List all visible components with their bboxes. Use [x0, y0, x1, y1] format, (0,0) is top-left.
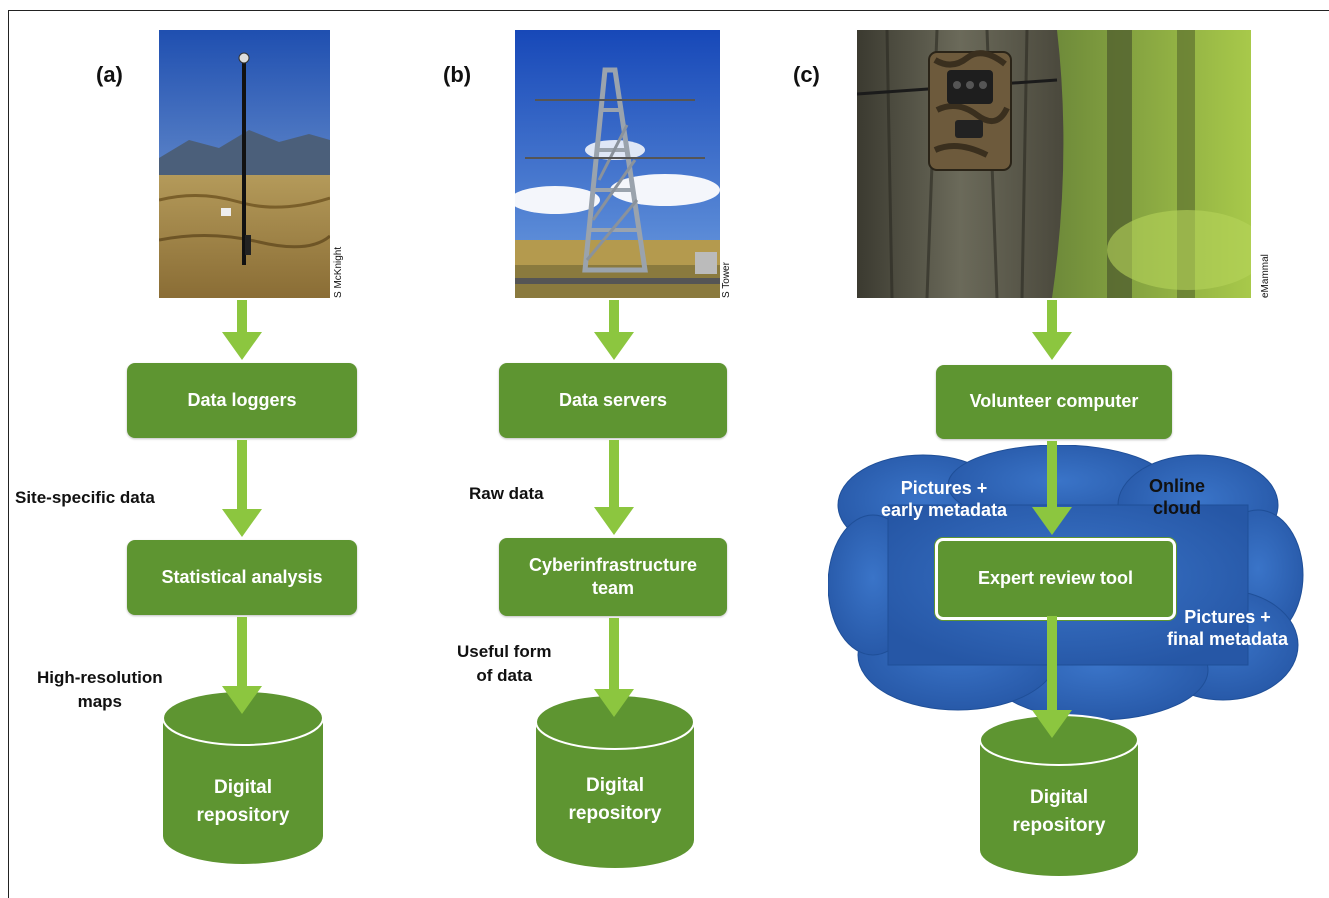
data-servers-box: Data servers: [499, 363, 727, 438]
repository-label-c: Digital repository: [1012, 787, 1106, 836]
frame-left-border: [8, 10, 9, 898]
arrow-b2: [594, 440, 634, 535]
raw-data-label: Raw data: [469, 484, 544, 503]
digital-repository-cylinder-c: Digital repository: [979, 714, 1139, 879]
panel-b-label: (b): [443, 62, 472, 87]
arrow-b3: [594, 618, 634, 717]
repository-label-a: Digital repository: [196, 777, 290, 826]
arrow-b1: [594, 300, 634, 360]
online-cloud-label: Online cloud: [1149, 476, 1206, 518]
pictures-final-metadata-label: Pictures + final metadata: [1167, 607, 1289, 649]
useful-form-of-data-label: Useful form of data: [457, 642, 552, 685]
weather-station-photo: [159, 30, 330, 298]
camera-trap-photo: [857, 30, 1251, 298]
high-resolution-maps-label: High-resolution maps: [37, 668, 163, 711]
arrow-a2: [222, 440, 262, 537]
cyberinfrastructure-team-box: Cyberinfrastructure team: [499, 538, 727, 616]
frame-top-border: [8, 10, 1329, 11]
pictures-early-metadata-label: Pictures + early metadata: [881, 478, 1008, 520]
site-specific-data-label: Site-specific data: [15, 488, 155, 507]
expert-review-tool-box: Expert review tool: [935, 538, 1176, 620]
panel-c-label: (c): [793, 62, 820, 87]
arrow-a1: [222, 300, 262, 360]
volunteer-computer-box: Volunteer computer: [936, 365, 1172, 439]
arrow-c1: [1032, 300, 1072, 360]
arrow-a3: [222, 617, 262, 714]
arrow-c3: [1032, 616, 1072, 738]
panel-a-label: (a): [96, 62, 123, 87]
arrow-c2: [1032, 441, 1072, 535]
digital-repository-cylinder-b: Digital repository: [535, 694, 695, 870]
repository-label-b: Digital repository: [568, 775, 662, 824]
flux-tower-photo: [515, 30, 720, 298]
data-loggers-box: Data loggers: [127, 363, 357, 438]
statistical-analysis-box: Statistical analysis: [127, 540, 357, 615]
